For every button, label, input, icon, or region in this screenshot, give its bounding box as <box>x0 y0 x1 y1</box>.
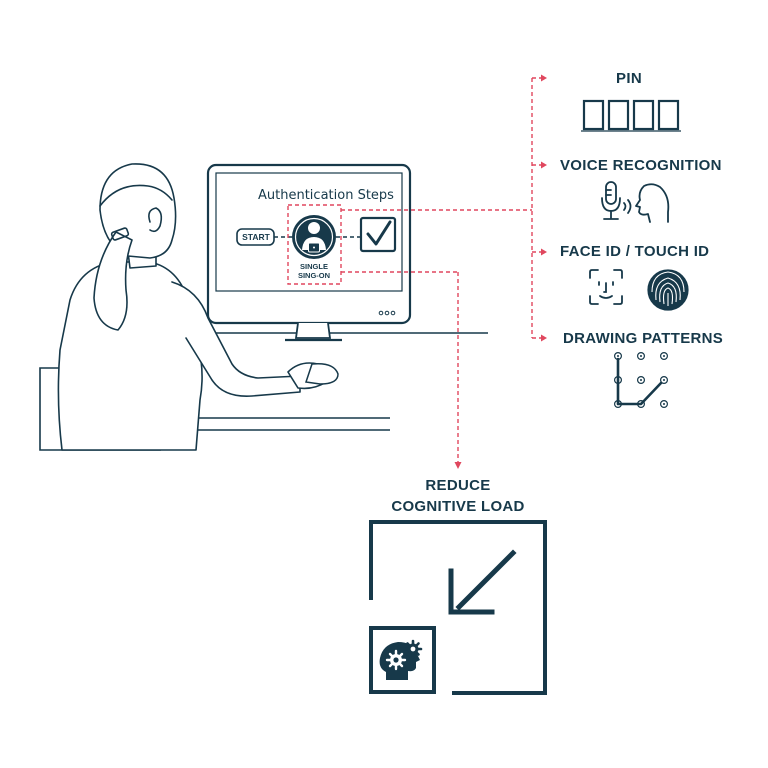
sso-label: SINGLE SING-ON <box>286 262 342 280</box>
face-id-icon <box>589 269 623 305</box>
screen-title: Authentication Steps <box>258 188 394 203</box>
method-voice-label: VOICE RECOGNITION <box>560 157 722 174</box>
reduce-cognitive-load-frame <box>369 520 547 695</box>
fingerprint-icon <box>647 269 689 311</box>
sso-user-lock-icon <box>292 215 336 259</box>
outcome-line2: COGNITIVE LOAD <box>391 498 525 515</box>
check-icon <box>359 216 397 253</box>
pin-boxes-icon <box>581 99 681 132</box>
connector-arrowheads <box>454 74 547 469</box>
sso-label-line2: SING-ON <box>297 271 331 280</box>
microphone-speaking-head-icon <box>601 181 670 223</box>
method-drawing-label: DRAWING PATTERNS <box>563 330 724 347</box>
pattern-grid-icon <box>613 352 668 409</box>
outcome-label: REDUCE COGNITIVE LOAD <box>368 475 548 517</box>
brain-gears-icon <box>369 626 436 694</box>
method-face-touch-label: FACE ID / TOUCH ID <box>560 243 710 260</box>
sso-highlight-box <box>287 204 342 285</box>
start-label: START <box>242 232 270 242</box>
connector-lines <box>341 77 541 462</box>
outcome-line1: REDUCE <box>425 477 491 494</box>
computer-mouse <box>305 362 339 385</box>
method-pin-label: PIN <box>616 70 642 87</box>
sso-label-line1: SINGLE <box>300 262 328 271</box>
arrow-down-left-icon <box>448 549 517 615</box>
desk <box>175 332 488 431</box>
